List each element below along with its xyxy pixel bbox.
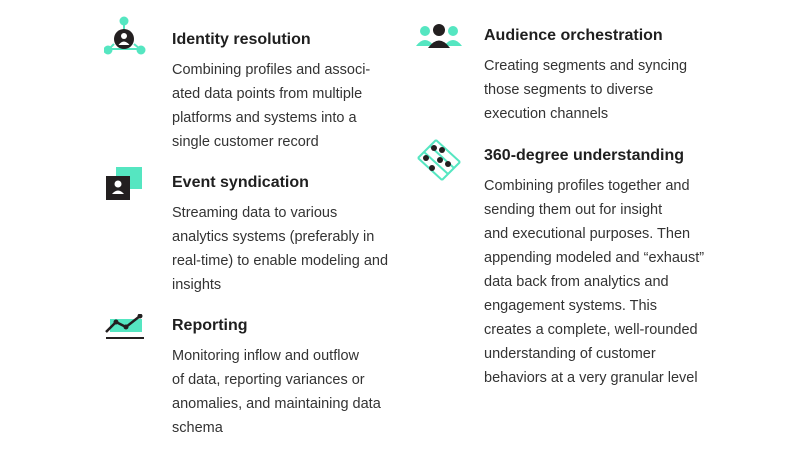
feature-title: Identity resolution (172, 31, 311, 48)
identity-network-icon (104, 16, 146, 55)
feature-description: Combining profiles and associ- ated data… (172, 58, 370, 154)
desc-line: Combining profiles and associ- (172, 62, 371, 78)
desc-line: those segments to diverse (484, 82, 654, 98)
desc-line: insights (172, 277, 222, 293)
desc-line: real-time) to enable modeling and (172, 253, 389, 269)
desc-line: of data, reporting variances or (172, 372, 365, 388)
feature-description: Combining profiles together and sending … (484, 174, 704, 390)
desc-line: Streaming data to various (172, 205, 338, 221)
desc-line: Creating segments and syncing (484, 58, 688, 74)
desc-line: single customer record (172, 134, 319, 150)
desc-line: appending modeled and “exhaust” (484, 250, 705, 266)
feature-title: Event syndication (172, 174, 309, 191)
desc-line: Combining profiles together and (484, 178, 690, 194)
desc-line: data back from analytics and (484, 274, 669, 290)
desc-line: execution channels (484, 106, 609, 122)
profile-cards-icon (106, 167, 142, 200)
feature-title: 360-degree understanding (484, 147, 685, 164)
feature-description: Monitoring inflow and outflow of data, r… (172, 344, 381, 440)
feature-title: Reporting (172, 317, 248, 334)
desc-line: and executional purposes. Then (484, 226, 691, 242)
desc-line: schema (172, 420, 223, 436)
feature-title: Audience orchestration (484, 27, 663, 44)
desc-line: analytics systems (preferably in (172, 229, 375, 245)
desc-line: platforms and systems into a (172, 110, 357, 126)
nodes-diamond-icon (417, 139, 461, 181)
desc-line: ated data points from multiple (172, 86, 363, 102)
desc-line: understanding of customer (484, 346, 656, 362)
feature-description: Creating segments and syncing those segm… (484, 54, 687, 126)
desc-line: behaviors at a very granular level (484, 370, 698, 386)
desc-line: Monitoring inflow and outflow (172, 348, 359, 364)
desc-line: anomalies, and maintaining data (172, 396, 381, 412)
desc-line: sending them out for insight (484, 202, 663, 218)
line-chart-icon (105, 314, 144, 339)
feature-description: Streaming data to various analytics syst… (172, 201, 388, 297)
desc-line: creates a complete, well-rounded (484, 322, 698, 338)
audience-group-icon (416, 24, 462, 48)
desc-line: engagement systems. This (484, 298, 658, 314)
